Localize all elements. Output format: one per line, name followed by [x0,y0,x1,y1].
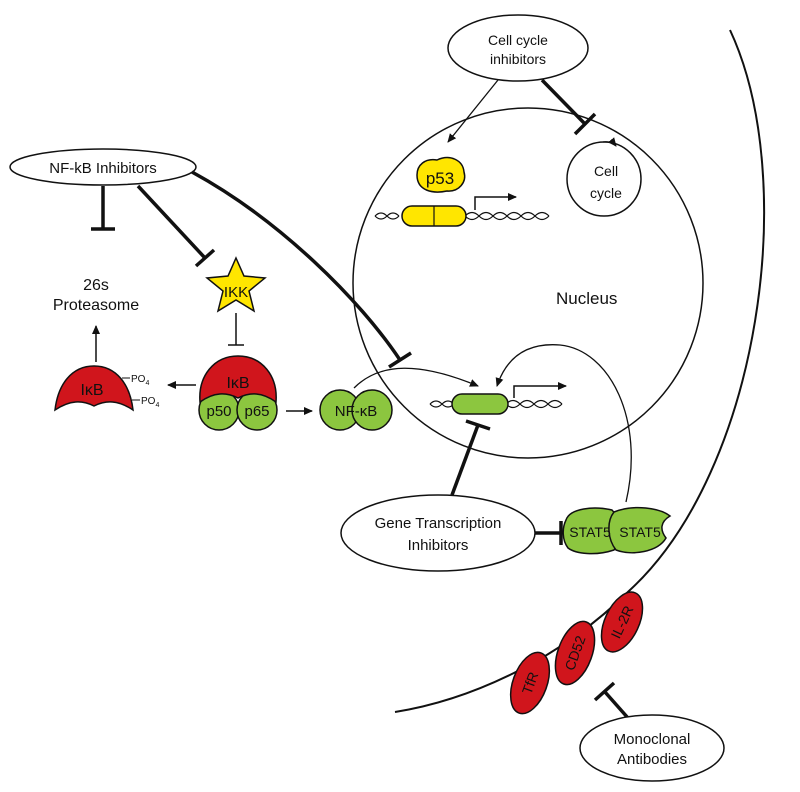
cell-cycle-label-2: cycle [590,185,622,201]
nucleus-label: Nucleus [556,289,617,308]
p53-transcription-arrow [474,193,517,210]
p50-label: p50 [206,403,231,420]
inhibit-cell-cycle [540,78,588,127]
inhibit-ikk [136,184,207,260]
po4-label-2: PO4 [141,396,159,409]
cell-cycle-circle [566,141,642,217]
arrow-to-p53 [447,79,499,143]
nfkb-inhibitors-label: NF-kB Inhibitors [49,160,157,177]
monoclonal-antibodies-node [579,714,725,782]
ikk-star [205,256,267,313]
proteasome-label-2: Proteasome [53,297,139,314]
stat5-right [608,506,672,554]
target-gene-promoter [451,393,509,415]
ikk-label: IKK [224,284,248,301]
nucleus [352,107,704,459]
cell-membrane [394,29,765,713]
tfr-label: TfR [519,670,542,697]
ikb-bound [199,355,277,404]
inhibit-nfkb-translocation [191,170,402,361]
ikb-label: IκB [226,375,249,392]
cd52-receptor [554,620,596,686]
inhibit-gene-transcription-bar [465,419,491,431]
nfkb-right-subunit [351,389,393,431]
gene-transcription-inhibitors-label-2: Inhibitors [408,537,469,554]
cell-cycle-inhibitors-node [447,14,589,82]
inhibit-nfkb-translocation-bar [388,351,412,369]
gene-transcription-inhibitors-node [340,494,536,572]
inhibit-receptors-bar [593,681,616,702]
nfkb-inhibitors-node [9,148,197,186]
stat5-label-1: STAT5 [569,524,611,540]
il2r-receptor [600,591,644,653]
stat5-left [562,507,620,555]
ikb-phospho-label: IκB [80,382,103,399]
target-transcription-arrow [513,382,567,398]
monoclonal-antibodies-label-2: Antibodies [617,751,687,768]
tfr-receptor [509,651,551,715]
nfkb-label: NF-κB [335,403,378,420]
po4-label-1: PO4 [131,374,149,387]
inhibit-receptors [603,690,630,720]
p53-label: p53 [426,169,454,188]
inhibit-gene-transcription [450,424,480,496]
ikb-phosphorylated [54,365,134,412]
p65-label: p65 [244,403,269,420]
cell-cycle-label: Cell [594,163,618,179]
cell-cycle-inhibitors-label-2: inhibitors [490,51,546,67]
proteasome-label: 26s [83,277,109,294]
nfkb-to-gene-arrow [353,367,479,389]
dna-strand-bottom [374,211,550,221]
inhibit-ikk-bar [194,248,216,268]
stat5-label-2: STAT5 [619,524,661,540]
stat5-to-gene-arrow [495,344,632,503]
inhibit-cell-cycle-bar [573,112,597,136]
gene-transcription-inhibitors-label: Gene Transcription [375,515,502,532]
target-dna-bottom [429,399,563,409]
monoclonal-antibodies-label: Monoclonal [614,731,691,748]
cell-cycle-inhibitors-label: Cell cycle [488,32,548,48]
p53-protein [416,156,466,193]
cell-cycle-arrow [602,137,617,147]
